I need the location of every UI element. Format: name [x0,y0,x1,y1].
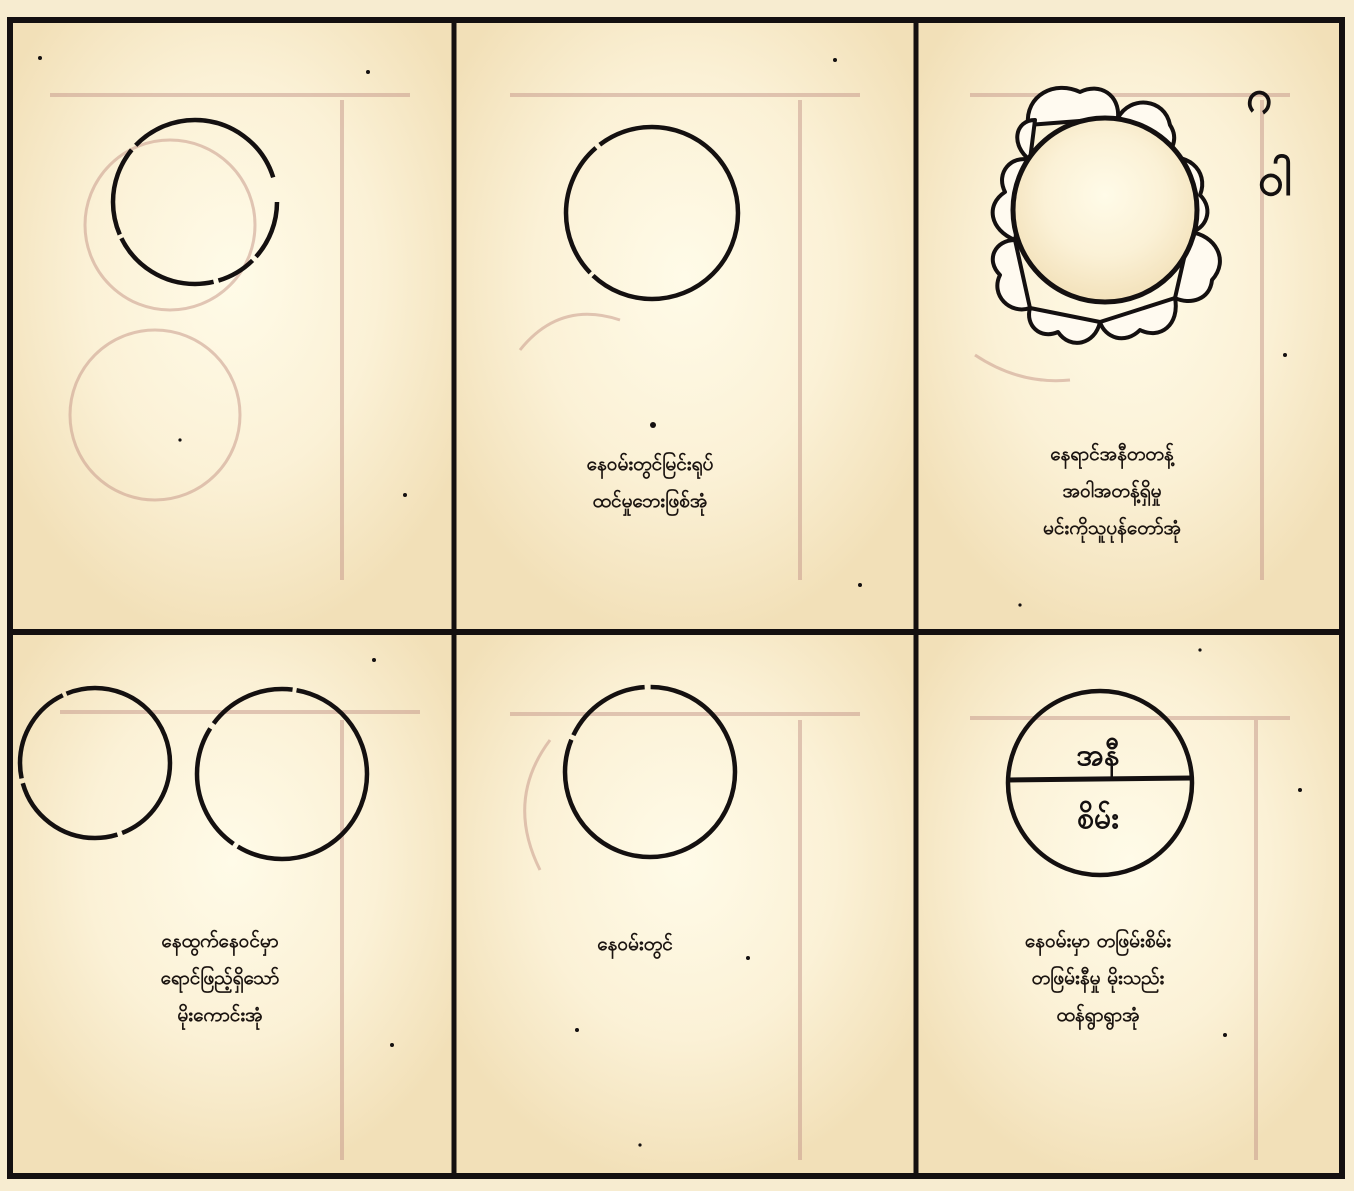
ink-dot [650,422,656,428]
circle-label-bottom: စိမ်း [1077,800,1119,836]
panel-4-background [12,634,452,1174]
panel-1-background [12,22,452,630]
panel-2-background [456,22,914,630]
panel-6-background [918,634,1342,1174]
sun-circle [1013,118,1197,302]
side-glyph-2: ဝါ [1258,152,1292,206]
sun-divider-line [1008,778,1192,780]
